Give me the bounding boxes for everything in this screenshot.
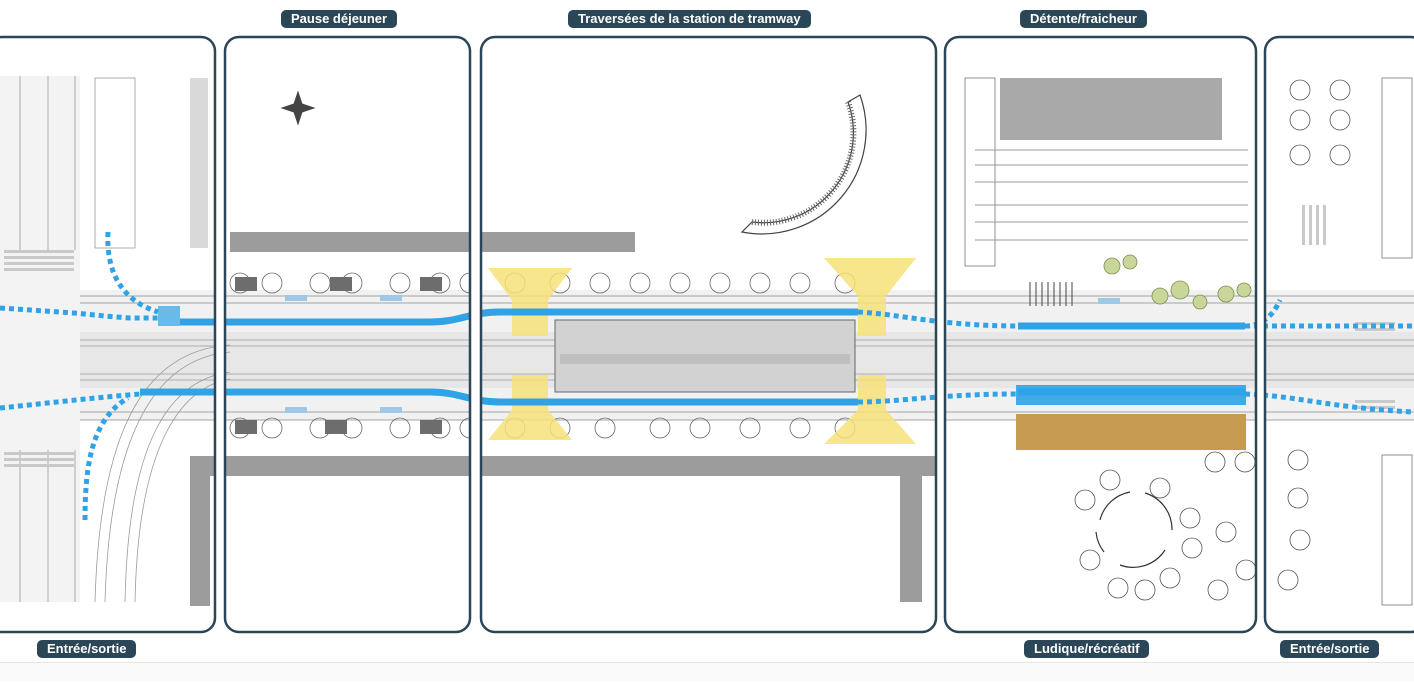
cycle-lane-south-east — [1016, 385, 1246, 405]
left-cross-street — [0, 76, 80, 602]
building-band — [230, 232, 635, 252]
label-entree-sortie-left: Entrée/sortie — [37, 640, 137, 658]
crossing-highlights — [488, 258, 916, 444]
panel-pause — [223, 35, 472, 634]
panel-borders — [0, 35, 1414, 634]
bottom-strip — [0, 662, 1414, 681]
panel-gutters — [0, 0, 1414, 662]
crossing-ne — [824, 258, 916, 336]
label-traversees: Traversées de la station de tramway — [568, 10, 811, 28]
label-ludique: Ludique/récréatif — [1024, 640, 1150, 658]
circular-benches — [1095, 491, 1173, 568]
label-detente: Détente/fraicheur — [1020, 10, 1147, 28]
park-trees — [1074, 451, 1257, 601]
panel-entree-left — [0, 35, 217, 634]
bike-racks — [285, 295, 1120, 413]
panel-entree-right — [1263, 35, 1414, 634]
north-arrow-icon — [280, 90, 316, 126]
label-pause-dejeuner: Pause déjeuner — [281, 10, 398, 28]
tram-curve — [94, 344, 231, 603]
green-shrubs — [1103, 254, 1252, 310]
cycle-path-dotted — [0, 231, 1414, 521]
panel-traversees — [479, 35, 938, 634]
terrace-steps — [975, 149, 1248, 241]
building-band-south — [190, 456, 935, 476]
parking-boxes — [235, 277, 442, 434]
crossing-se — [824, 375, 916, 444]
left-lanes — [19, 76, 76, 602]
crossing-sw — [488, 375, 572, 440]
label-entree-sortie-right: Entrée/sortie — [1280, 640, 1380, 658]
crossing-nw — [488, 268, 572, 336]
left-zebra — [4, 250, 74, 467]
play-area — [1016, 414, 1246, 450]
bench-grid — [1029, 282, 1073, 306]
building-east — [1000, 78, 1222, 140]
panel-detente — [943, 35, 1258, 634]
east-trees — [1277, 79, 1351, 591]
